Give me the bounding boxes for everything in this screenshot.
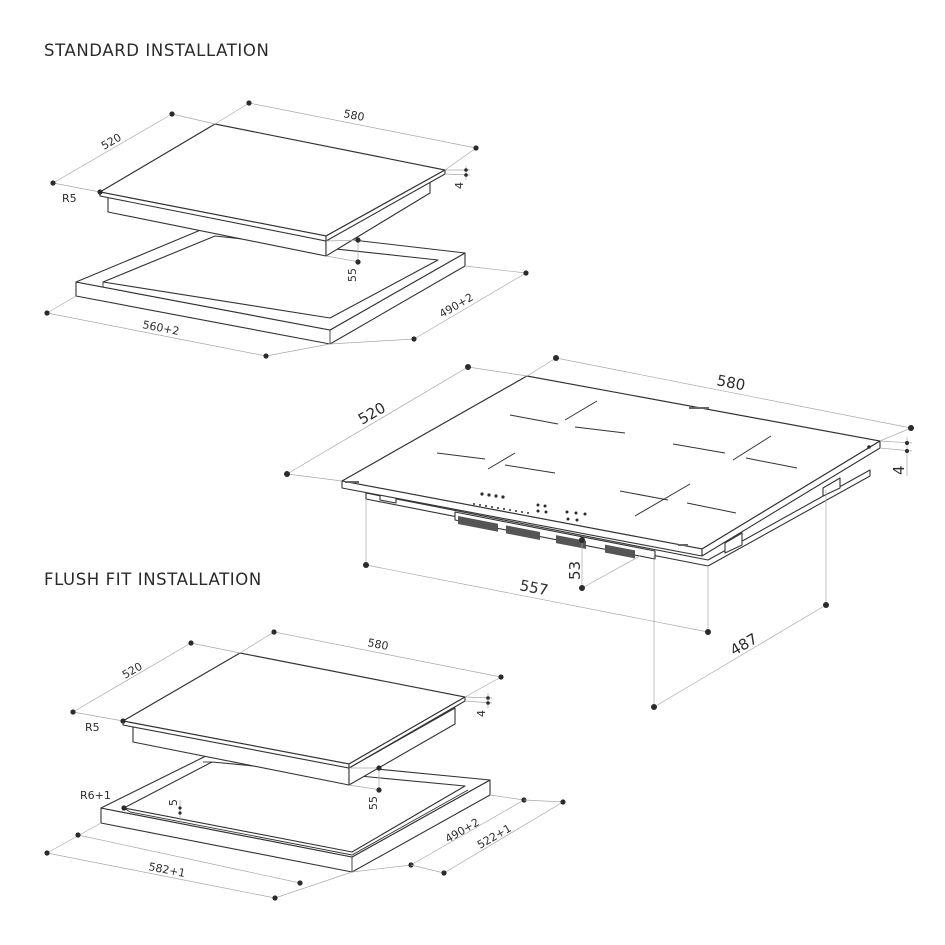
hob-thickness-label: 4 <box>890 465 908 475</box>
flush-height-label: 55 <box>367 796 380 810</box>
standard-cutout-frame <box>75 223 466 345</box>
flush-cutout-frame <box>100 752 491 873</box>
hob-glass-top <box>340 375 882 557</box>
flush-fit-installation-title: FLUSH FIT INSTALLATION <box>44 570 262 589</box>
flush-cutout-width-dimension: 582+1 <box>44 822 353 901</box>
flush-radius-label: R5 <box>85 721 100 734</box>
hob-width-dimension: 580 <box>526 355 914 442</box>
flush-thickness-label: 4 <box>475 710 488 717</box>
flush-height-dimension: 55 <box>348 765 382 810</box>
flush-rebate-radius-callout: R6+1 <box>80 789 127 811</box>
standard-installation-title: STANDARD INSTALLATION <box>44 41 270 60</box>
hob-base-depth-dimension: 487 <box>651 490 829 710</box>
standard-height-label: 55 <box>346 268 359 282</box>
flush-width-label: 580 <box>366 636 389 653</box>
hob-control-panel <box>345 407 871 546</box>
standard-width-dimension: 580 <box>214 100 479 171</box>
standard-radius-callout: R5 <box>62 189 103 205</box>
flush-rebate-depth-label: 5 <box>167 799 180 806</box>
hob-base-width-label: 557 <box>518 576 550 599</box>
flush-thickness-dimension: 4 <box>464 693 493 717</box>
flush-rebate-depth-dimension: 5 <box>167 799 182 822</box>
flush-installation-drawing: 520 580 R5 4 <box>44 629 566 901</box>
flush-glass-top <box>121 652 467 769</box>
standard-width-label: 580 <box>342 107 365 124</box>
hob-drawing: 520 580 4 53 <box>284 355 914 710</box>
hob-housing <box>365 469 871 567</box>
hob-height-dimension: 53 <box>566 537 641 591</box>
hob-cooking-zones <box>436 400 798 517</box>
hob-thickness-dimension: 4 <box>879 437 913 476</box>
hob-base-depth-label: 487 <box>727 630 761 660</box>
standard-glass-top <box>98 123 447 242</box>
standard-thickness-label: 4 <box>453 182 466 189</box>
hob-base-width-dimension: 557 <box>363 499 711 635</box>
flush-rebate-radius-label: R6+1 <box>80 789 111 802</box>
flush-cutout-width-label: 582+1 <box>147 860 186 880</box>
standard-radius-label: R5 <box>62 192 77 205</box>
standard-installation-drawing: 520 580 R5 4 <box>44 100 529 359</box>
hob-height-label: 53 <box>566 561 584 580</box>
flush-radius-callout: R5 <box>85 718 126 734</box>
standard-thickness-dimension: 4 <box>444 166 471 189</box>
flush-width-dimension: 580 <box>239 629 504 698</box>
flush-depth-label: 520 <box>120 660 145 682</box>
hob-width-label: 580 <box>715 371 747 394</box>
standard-height-dimension: 55 <box>325 237 361 282</box>
